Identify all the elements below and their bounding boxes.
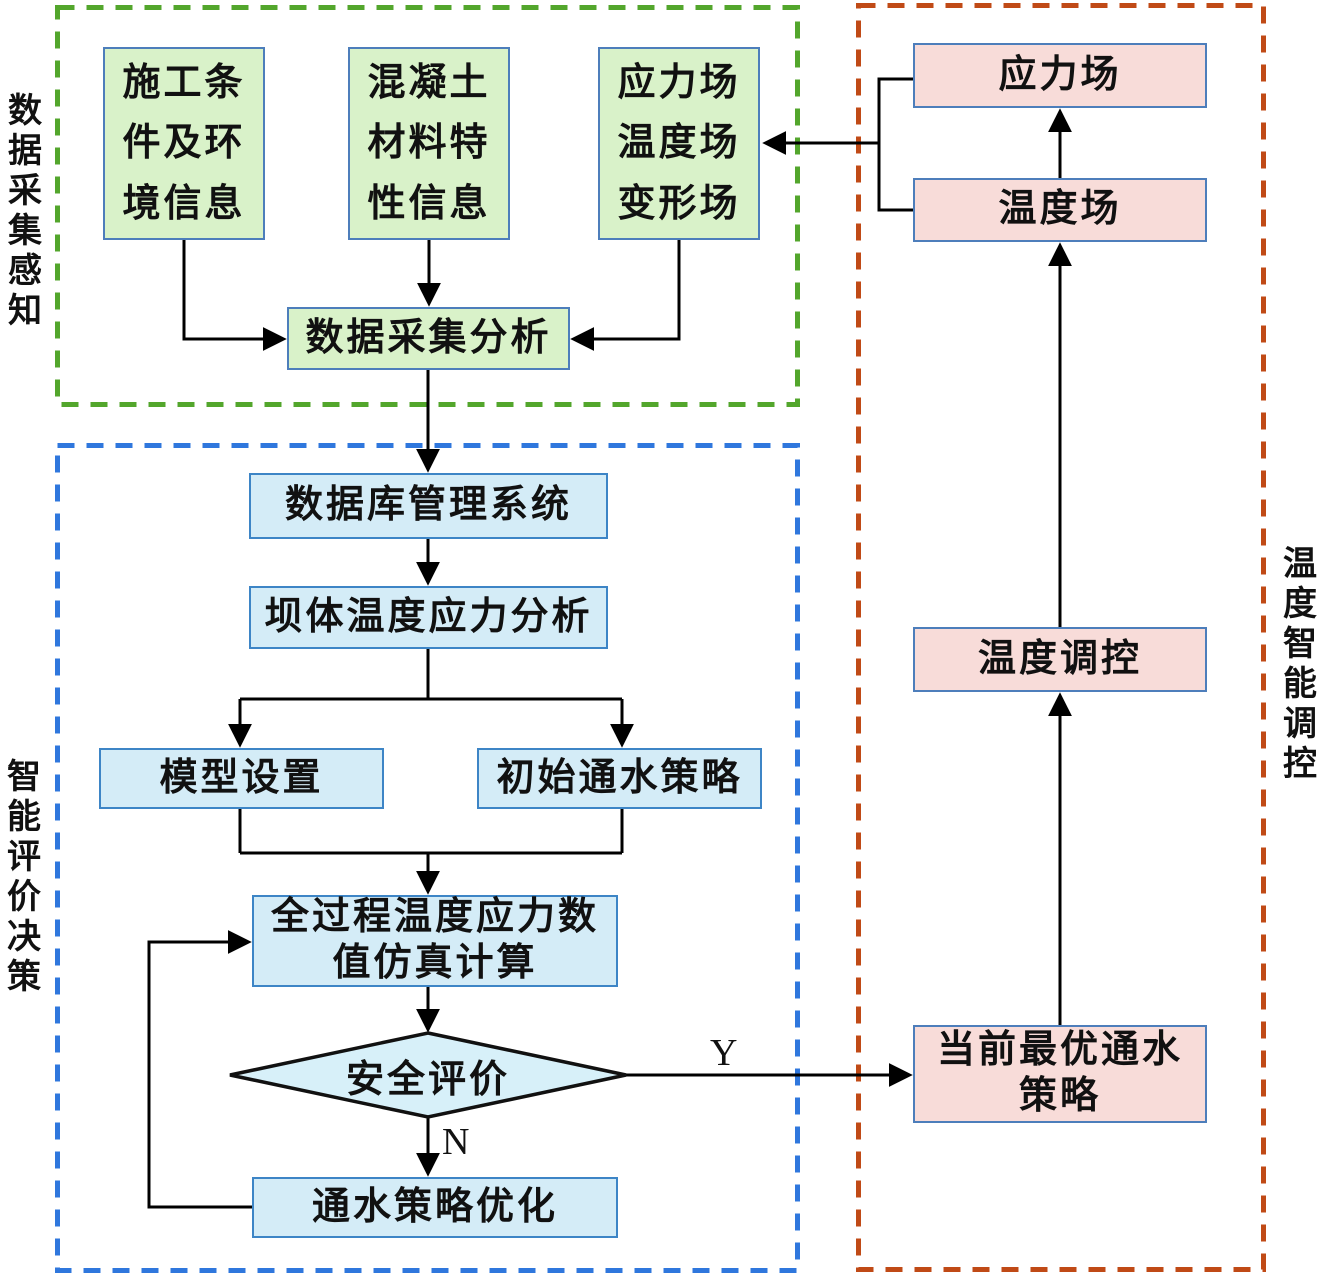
node-stress-field: 应力场 (913, 43, 1207, 108)
label-region-temperature-control: 温度智能调控 (1283, 546, 1317, 783)
node-safety-evaluation: 安全评价 (345, 1058, 510, 1101)
node-initial-water-strategy: 初始通水策略 (477, 748, 762, 809)
node-data-collection-analysis: 数据采集分析 (287, 307, 570, 370)
node-water-strategy-optimization: 通水策略优化 (252, 1177, 618, 1238)
region-border-temperature-control (856, 3, 1266, 1272)
node-temperature-regulation: 温度调控 (913, 627, 1207, 692)
node-stress-temp-deform-fields: 应力场 温度场 变形场 (598, 47, 760, 240)
arrow-optimization-feedback-to-simulation (147, 930, 252, 1209)
node-full-process-simulation: 全过程温度应力数 值仿真计算 (252, 895, 618, 987)
label-region-data-collection: 数据采集感知 (8, 93, 42, 330)
diamond-safety-evaluation (229, 1031, 627, 1119)
arrow-construction-to-analysis (182, 240, 287, 351)
label-branch-yes: Y (710, 1032, 738, 1074)
label-region-evaluation: 智能评价决策 (7, 759, 41, 996)
node-dam-temp-stress-analysis: 坝体温度应力分析 (249, 586, 608, 649)
node-current-optimal-strategy: 当前最优通水 策略 (913, 1025, 1207, 1123)
node-database-management-system: 数据库管理系统 (249, 473, 608, 539)
node-model-setup: 模型设置 (99, 748, 384, 809)
region-border-data-collection (55, 5, 800, 407)
line-fields-bracket (877, 77, 913, 212)
label-branch-no: N (442, 1121, 470, 1163)
node-concrete-material-info: 混凝土 材料特 性信息 (348, 47, 510, 240)
node-temperature-field: 温度场 (913, 178, 1207, 242)
arrow-fields-to-analysis (570, 240, 681, 351)
node-construction-env-info: 施工条 件及环 境信息 (103, 47, 265, 240)
